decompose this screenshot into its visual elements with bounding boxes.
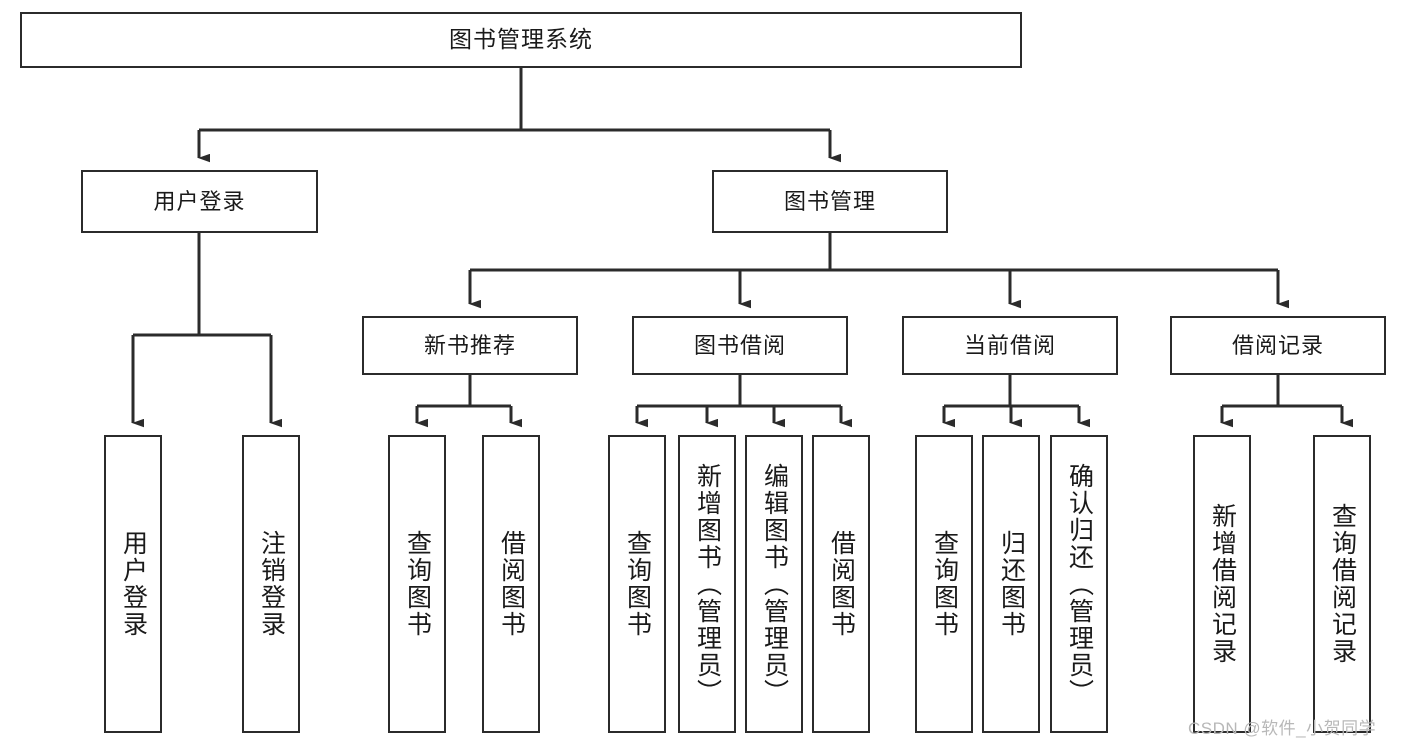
node-leaf-borrow-book[interactable]: 借阅图书: [812, 435, 870, 733]
node-leaf-query-book-current-label: 查询图书: [930, 530, 959, 638]
watermark-text: CSDN @软件_小贺同学: [1188, 719, 1377, 738]
node-new-book-rec-label: 新书推荐: [423, 332, 516, 358]
node-leaf-confirm-return-admin[interactable]: 确认归还（管理员）: [1050, 435, 1108, 733]
node-leaf-user-logout[interactable]: 注销登录: [242, 435, 300, 733]
node-leaf-user-logout-label: 注销登录: [257, 530, 286, 638]
node-leaf-query-book-borrow-label: 查询图书: [623, 530, 652, 638]
node-new-book-rec[interactable]: 新书推荐: [362, 316, 578, 375]
node-leaf-borrow-book-label: 借阅图书: [827, 530, 856, 638]
node-leaf-edit-book-admin[interactable]: 编辑图书（管理员）: [745, 435, 803, 733]
node-leaf-query-book-borrow[interactable]: 查询图书: [608, 435, 666, 733]
node-leaf-query-borrow-record[interactable]: 查询借阅记录: [1313, 435, 1371, 733]
node-leaf-query-book-rec-label: 查询图书: [403, 530, 432, 638]
node-leaf-user-login[interactable]: 用户登录: [104, 435, 162, 733]
node-book-borrow[interactable]: 图书借阅: [632, 316, 848, 375]
node-current-borrow-label: 当前借阅: [963, 332, 1056, 358]
node-leaf-borrow-book-rec[interactable]: 借阅图书: [482, 435, 540, 733]
node-leaf-add-book-admin[interactable]: 新增图书（管理员）: [678, 435, 736, 733]
node-book-manage-label: 图书管理: [783, 188, 876, 214]
node-user-login[interactable]: 用户登录: [81, 170, 318, 233]
node-leaf-query-borrow-record-label: 查询借阅记录: [1328, 503, 1357, 665]
node-book-manage[interactable]: 图书管理: [712, 170, 948, 233]
node-leaf-user-login-label: 用户登录: [119, 530, 148, 638]
node-leaf-query-book-current[interactable]: 查询图书: [915, 435, 973, 733]
node-leaf-return-book-label: 归还图书: [997, 530, 1026, 638]
node-leaf-borrow-book-rec-label: 借阅图书: [497, 530, 526, 638]
node-leaf-add-borrow-record[interactable]: 新增借阅记录: [1193, 435, 1251, 733]
node-leaf-query-book-rec[interactable]: 查询图书: [388, 435, 446, 733]
node-leaf-edit-book-admin-label: 编辑图书（管理员）: [760, 462, 789, 706]
node-user-login-label: 用户登录: [153, 188, 246, 214]
node-book-borrow-label: 图书借阅: [693, 332, 786, 358]
node-leaf-return-book[interactable]: 归还图书: [982, 435, 1040, 733]
node-leaf-confirm-return-admin-label: 确认归还（管理员）: [1065, 462, 1094, 706]
node-root[interactable]: 图书管理系统: [20, 12, 1022, 68]
node-leaf-add-book-admin-label: 新增图书（管理员）: [693, 462, 722, 706]
node-root-label: 图书管理系统: [449, 26, 593, 53]
node-current-borrow[interactable]: 当前借阅: [902, 316, 1118, 375]
node-leaf-add-borrow-record-label: 新增借阅记录: [1208, 503, 1237, 665]
node-borrow-record[interactable]: 借阅记录: [1170, 316, 1386, 375]
node-borrow-record-label: 借阅记录: [1231, 332, 1324, 358]
